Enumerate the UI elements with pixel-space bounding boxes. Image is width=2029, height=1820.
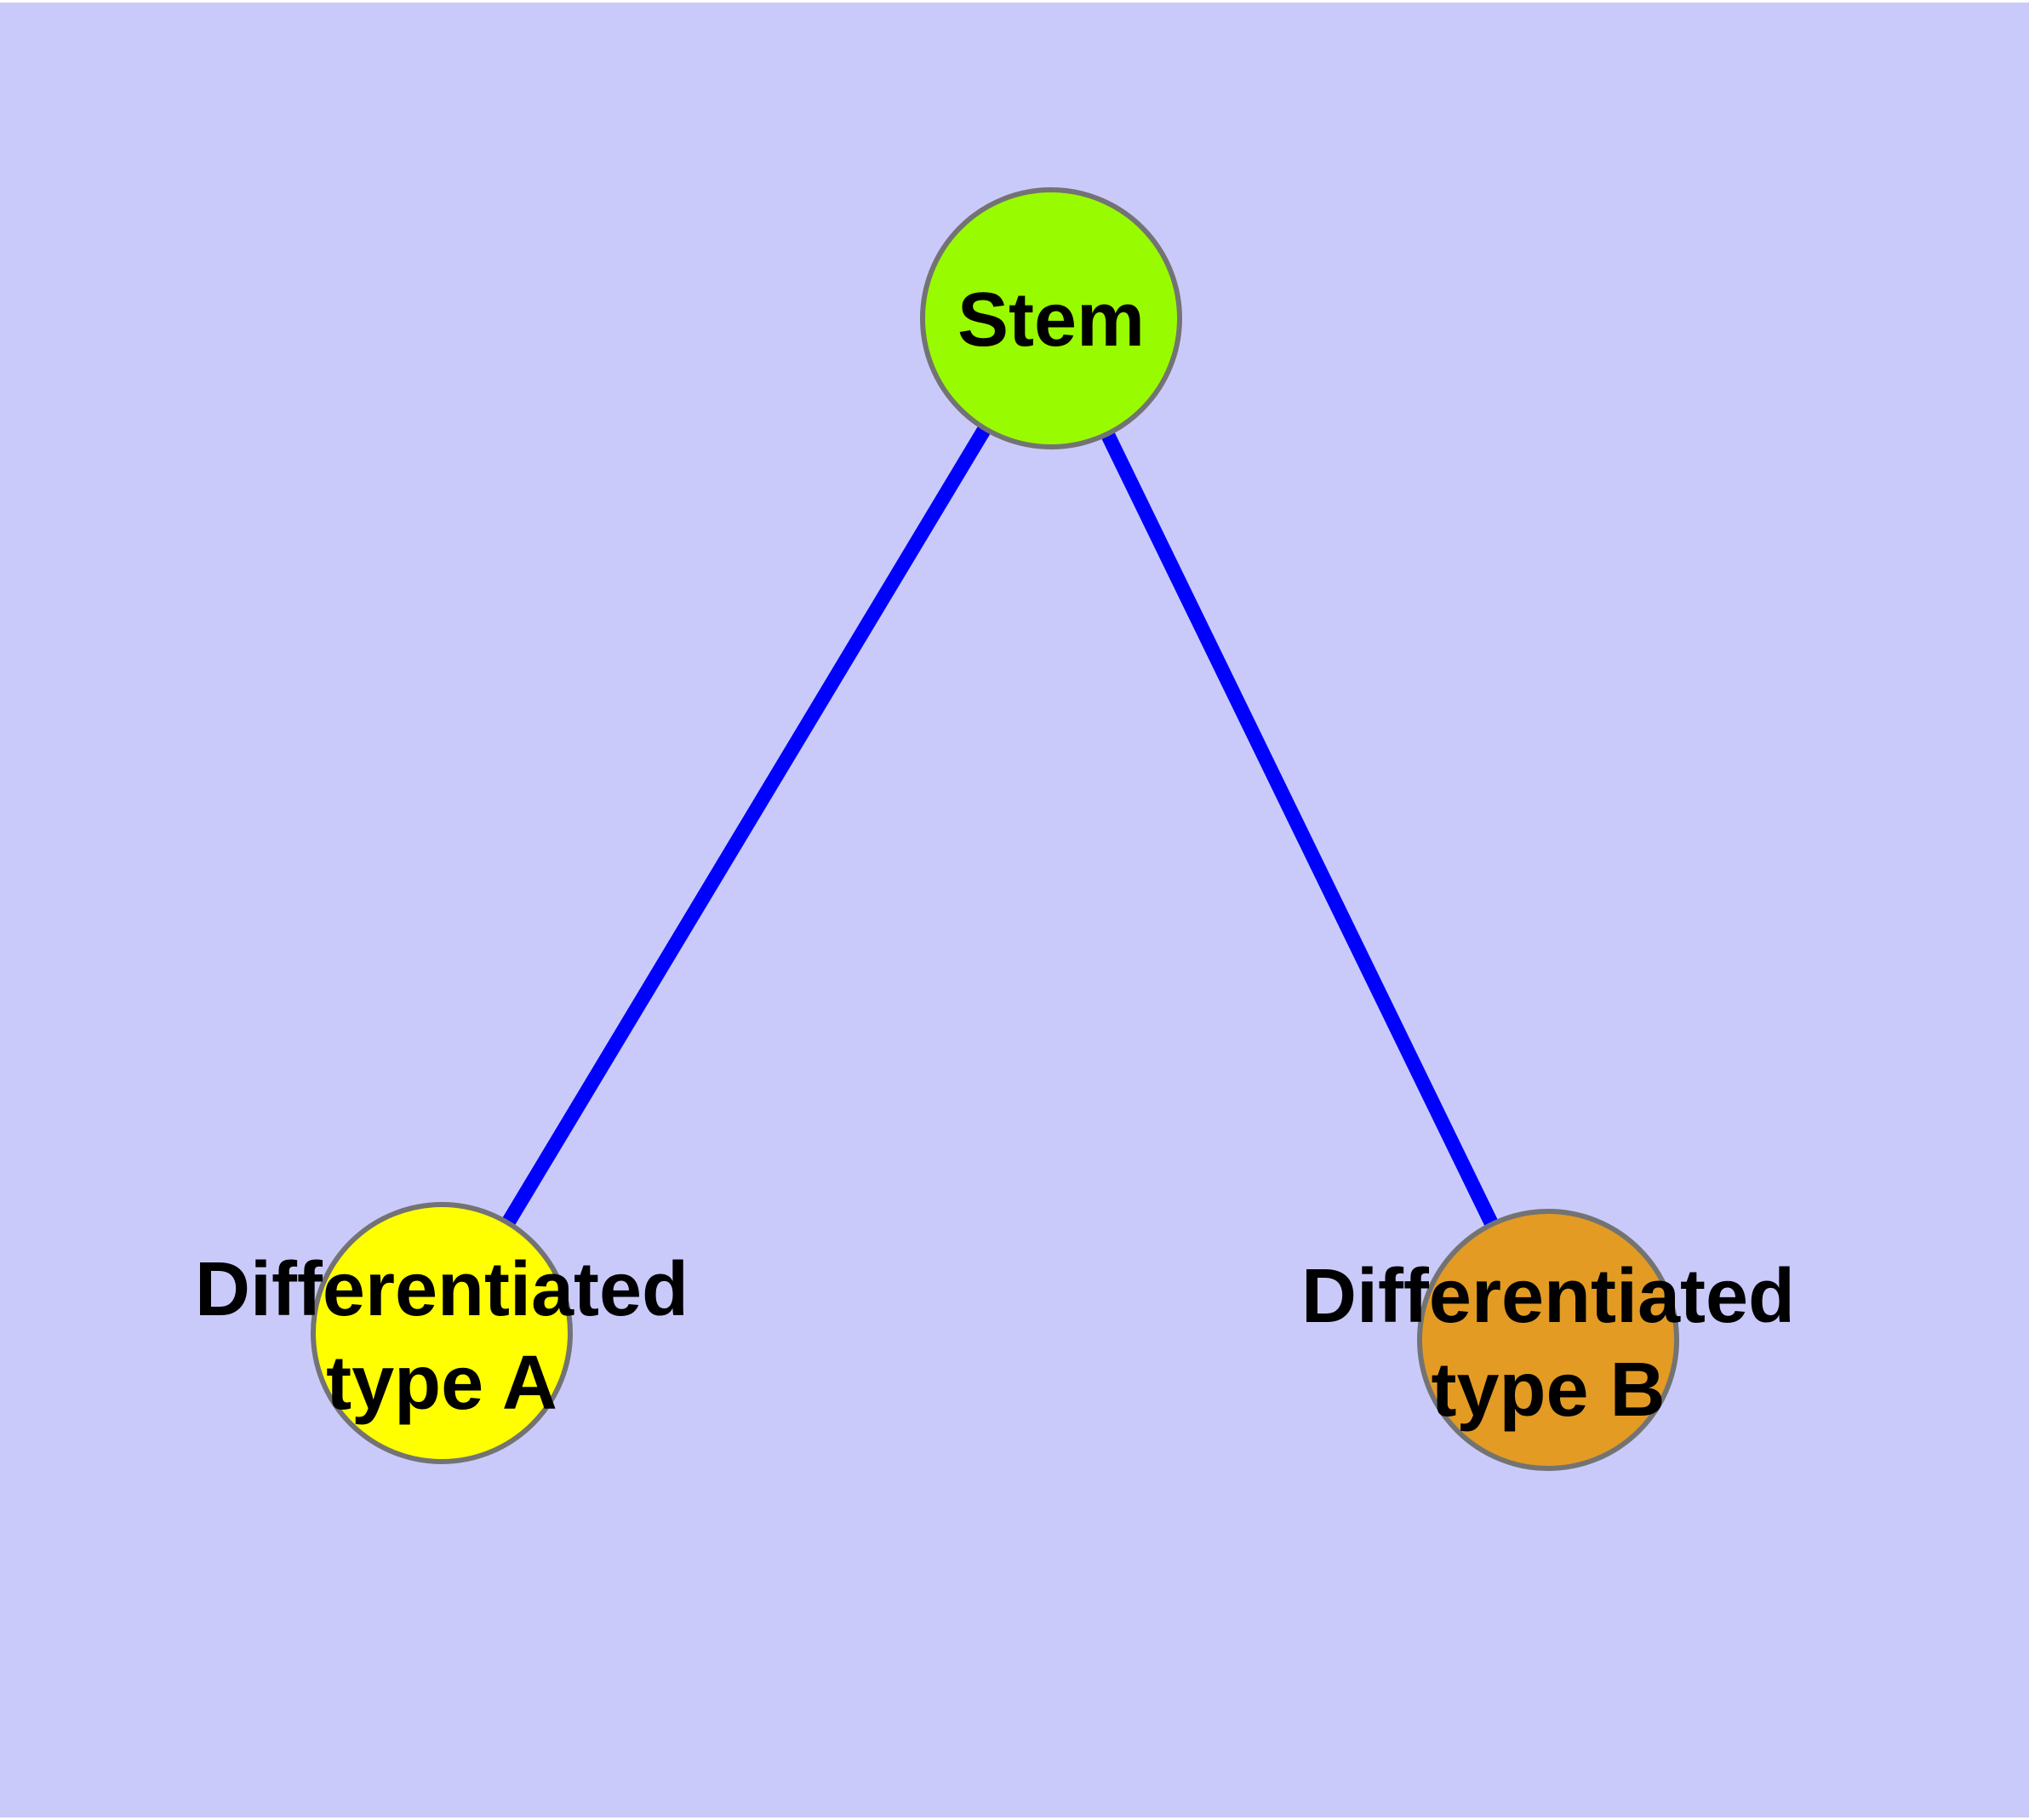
node-differentiated-type-b-label-line1: Differentiated [1301,1254,1795,1339]
node-stem: Stem [920,187,1182,449]
node-differentiated-type-a-label-line2: type A [326,1341,557,1426]
edge-stem-to-type-b [1044,315,1555,1343]
node-differentiated-type-b-circle [1417,1209,1679,1471]
node-differentiated-type-b-label-line2: type B [1431,1348,1665,1433]
node-stem-label: Stem [957,278,1145,363]
node-differentiated-type-a-label-line1: Differentiated [195,1247,689,1332]
node-differentiated-type-a: Differentiated type A [195,1202,689,1464]
node-stem-circle [920,187,1182,449]
edge-stem-to-type-a [435,314,1058,1337]
node-differentiated-type-b: Differentiated type B [1301,1209,1795,1471]
node-differentiated-type-a-circle [311,1202,573,1464]
